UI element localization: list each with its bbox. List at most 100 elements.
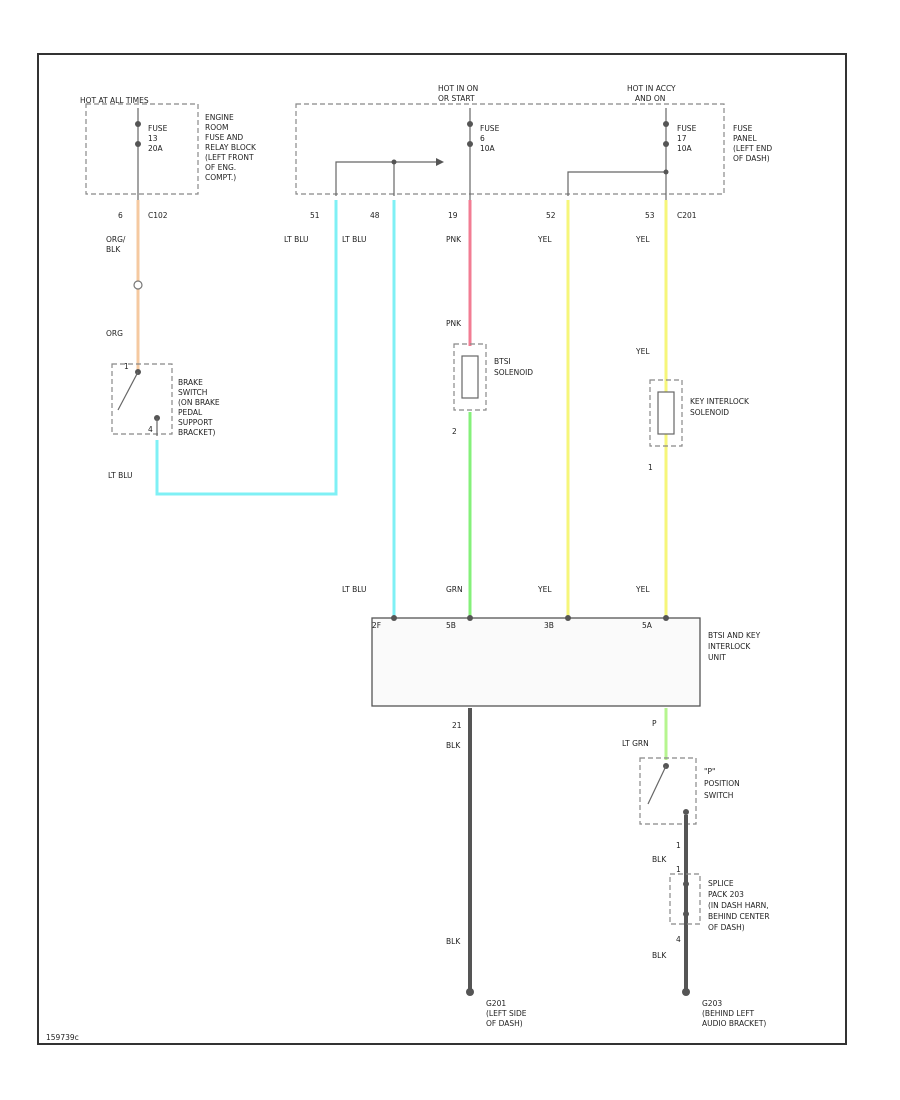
key-interlock-label-2: SOLENOID — [690, 408, 729, 417]
svg-text:OF DASH): OF DASH) — [733, 154, 770, 163]
bus-51-48 — [335, 161, 395, 196]
wire-label-yel-52: YEL — [537, 235, 552, 244]
connector-c102: C102 — [148, 211, 168, 220]
unit-label-1: BTSI AND KEY — [708, 631, 761, 640]
p-switch-label-1: "P" — [704, 767, 715, 776]
svg-text:(IN DASH HARN,: (IN DASH HARN, — [708, 901, 769, 910]
fuse-13-terminal — [135, 121, 141, 127]
btsi-label-1: BTSI — [494, 357, 511, 366]
bus-arrow-icon — [436, 158, 444, 166]
ground-g203-icon — [682, 988, 690, 996]
svg-text:(LEFT FRONT: (LEFT FRONT — [205, 153, 254, 162]
label-hot-in-accy: HOT IN ACCY — [627, 84, 676, 93]
splice-terminal-2 — [683, 911, 689, 917]
splice-label: SPLICE PACK 203 (IN DASH HARN, BEHIND CE… — [708, 879, 770, 932]
fuse-17-terminal — [663, 121, 669, 127]
p-switch-label-2: POSITION — [704, 779, 740, 788]
fuse-6-number: 6 — [480, 134, 485, 143]
svg-text:PACK 203: PACK 203 — [708, 890, 744, 899]
btsi-solenoid-boundary — [453, 343, 487, 411]
splice-pin-4: 4 — [676, 935, 681, 944]
svg-text:ENGINE: ENGINE — [205, 113, 234, 122]
brake-switch-boundary — [111, 363, 173, 435]
fuse-17-number: 17 — [677, 134, 687, 143]
fuse-17-label: FUSE — [677, 124, 697, 133]
wire-lt-blu-brake — [155, 200, 338, 496]
fuse-17-rating: 10A — [677, 144, 693, 153]
wire-label-yel-53: YEL — [635, 235, 650, 244]
ground-g201-icon — [466, 988, 474, 996]
svg-text:OF ENG.: OF ENG. — [205, 163, 236, 172]
pin-c102-6: 6 — [118, 211, 123, 220]
unit-label-3: UNIT — [708, 653, 726, 662]
wire-label-blk-4: BLK — [652, 951, 667, 960]
unit-terminal-3b — [565, 615, 571, 621]
unit-terminal-5a — [663, 615, 669, 621]
fuse-panel-label: FUSE PANEL (LEFT END OF DASH) — [733, 124, 772, 163]
inline-connector — [133, 280, 143, 290]
btsi-key-interlock-unit — [371, 617, 701, 707]
engine-block-label: ENGINE ROOM FUSE AND RELAY BLOCK (LEFT F… — [205, 113, 257, 182]
unit-terminal-5b — [467, 615, 473, 621]
fuse-6-terminal — [467, 121, 473, 127]
fuse-13-number: 13 — [148, 134, 158, 143]
btsi-coil-icon — [461, 355, 479, 399]
wire-label-yel-solenoid: YEL — [635, 347, 650, 356]
svg-text:SPLICE: SPLICE — [708, 879, 734, 888]
engine-fuse-block-boundary — [85, 103, 199, 195]
key-interlock-pin-1: 1 — [648, 463, 653, 472]
svg-text:BRACKET): BRACKET) — [178, 428, 216, 437]
bus-splice-dot — [391, 159, 397, 165]
svg-text:BRAKE: BRAKE — [178, 378, 203, 387]
fuse-17-terminal-2 — [663, 141, 669, 147]
svg-text:RELAY BLOCK: RELAY BLOCK — [205, 143, 257, 152]
wire-label-orgblk-1: ORG/ — [106, 235, 126, 244]
fuse-panel-boundary — [295, 103, 725, 195]
pin-51: 51 — [310, 211, 320, 220]
splice-pin-1: 1 — [676, 865, 681, 874]
svg-text:BEHIND CENTER: BEHIND CENTER — [708, 912, 770, 921]
wire-label-ltgrn: LT GRN — [622, 739, 649, 748]
key-interlock-coil-icon — [657, 391, 675, 435]
wire-label-pnk-2: PNK — [446, 319, 462, 328]
btsi-pin-2: 2 — [452, 427, 457, 436]
wire-label-blk-3: BLK — [652, 855, 667, 864]
unit-pin-2f: 2F — [372, 621, 381, 630]
label-hot-at-all-times: HOT AT ALL TIMES — [80, 96, 149, 105]
p-switch-contact-icon — [647, 765, 667, 805]
unit-pin-5a: 5A — [642, 621, 653, 630]
unit-pin-3b: 3B — [544, 621, 554, 630]
wire-label-yel-unit-2: YEL — [635, 585, 650, 594]
wire-label-ltblu-unit: LT BLU — [342, 585, 367, 594]
fuse-6-label: FUSE — [480, 124, 500, 133]
wire-label-yel-unit: YEL — [537, 585, 552, 594]
unit-pin-5b: 5B — [446, 621, 456, 630]
wire-label-ltblu-48: LT BLU — [342, 235, 367, 244]
pin-52: 52 — [546, 211, 556, 220]
svg-text:COMPT.): COMPT.) — [205, 173, 236, 182]
fuse-13-label: FUSE — [148, 124, 168, 133]
bus-splice-dot-2 — [663, 169, 669, 175]
key-interlock-label-1: KEY INTERLOCK — [690, 397, 750, 406]
svg-text:SUPPORT: SUPPORT — [178, 418, 213, 427]
svg-text:SWITCH: SWITCH — [178, 388, 207, 397]
label-hot-in-on: HOT IN ON — [438, 84, 478, 93]
p-switch-boundary — [639, 757, 697, 825]
p-switch-label-3: SWITCH — [704, 791, 733, 800]
brake-switch-label: BRAKE SWITCH (ON BRAKE PEDAL SUPPORT BRA… — [178, 378, 220, 437]
fuse-13-terminal-2 — [135, 141, 141, 147]
wire-label-blk-2: BLK — [446, 937, 461, 946]
svg-text:OF DASH): OF DASH) — [708, 923, 745, 932]
svg-text:(LEFT SIDE: (LEFT SIDE — [486, 1009, 527, 1018]
svg-text:OF DASH): OF DASH) — [486, 1019, 523, 1028]
unit-terminal-2f — [391, 615, 397, 621]
wire-label-ltblu-brake: LT BLU — [108, 471, 133, 480]
unit-label-2: INTERLOCK — [708, 642, 751, 651]
wire-label-orgblk-2: BLK — [106, 245, 121, 254]
pin-53: 53 — [645, 211, 655, 220]
wire-label-blk-1: BLK — [446, 741, 461, 750]
ground-g203-label: G203 (BEHIND LEFT AUDIO BRACKET) — [702, 999, 766, 1028]
bus-52-53 — [567, 171, 666, 196]
wire-label-grn: GRN — [446, 585, 463, 594]
ground-g201-label: G201 (LEFT SIDE OF DASH) — [486, 999, 527, 1028]
